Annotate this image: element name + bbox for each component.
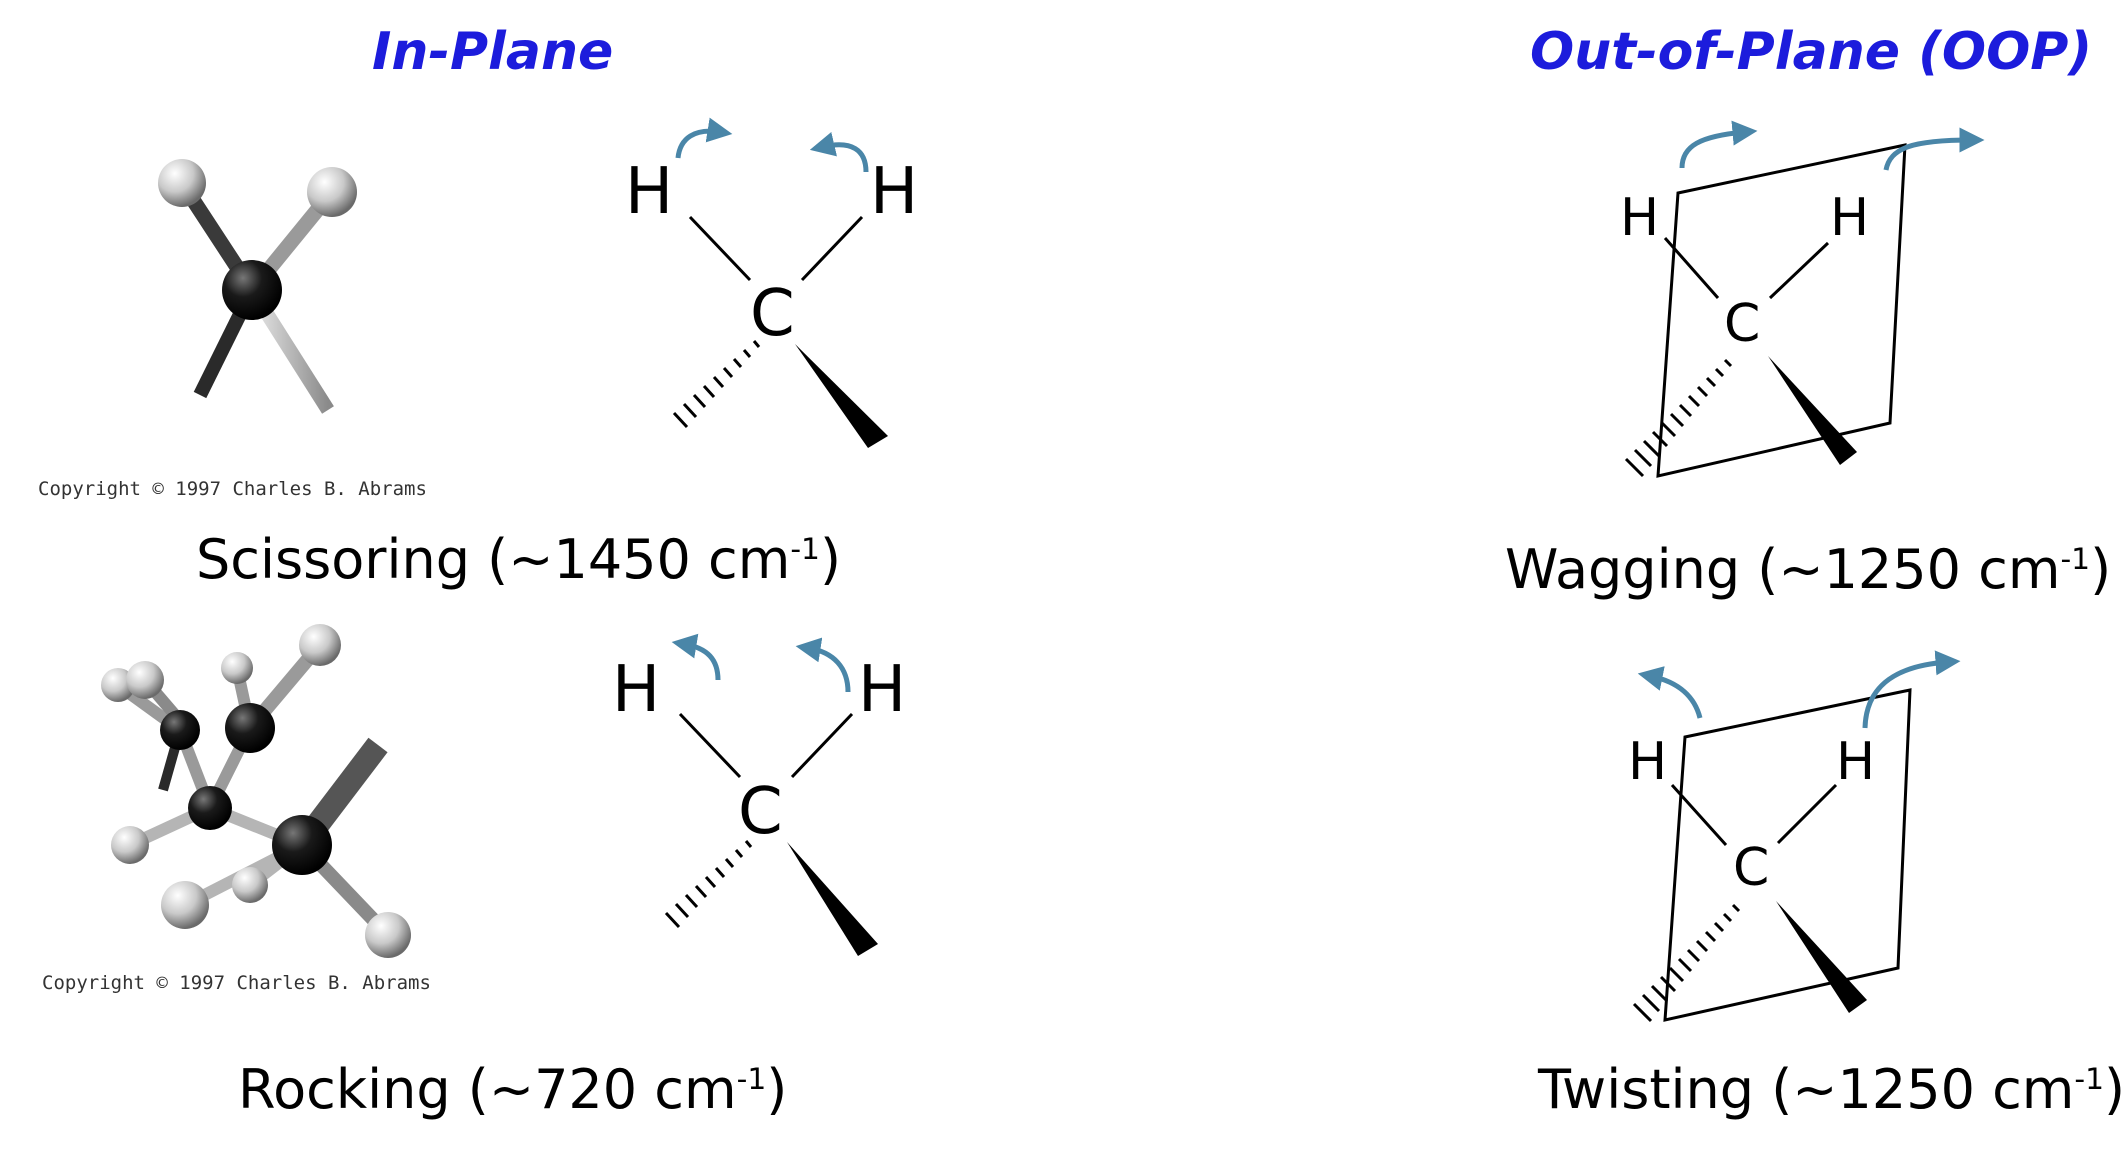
caption-twisting: Twisting (~1250 cm-1) xyxy=(1538,1058,2126,1121)
atom-h-left-scissoring: H xyxy=(625,155,674,229)
heading-out-of-plane: Out-of-Plane (OOP) xyxy=(1530,22,2093,82)
heading-in-plane: In-Plane xyxy=(372,22,614,82)
atom-h-right-twisting: H xyxy=(1836,732,1876,792)
atom-c-scissoring: C xyxy=(750,277,795,351)
plane-wagging xyxy=(1656,143,1907,478)
skeletal-structure-twisting xyxy=(1632,650,1961,1023)
atom-h-right-scissoring: H xyxy=(870,155,919,229)
atom-c-rocking: C xyxy=(738,775,783,849)
atom-c-twisting: C xyxy=(1733,838,1770,898)
atom-h-left-wagging: H xyxy=(1620,188,1660,248)
ball-stick-model-scissoring xyxy=(158,159,357,414)
skeletal-structure-rocking xyxy=(664,633,878,956)
atom-c-wagging: C xyxy=(1724,294,1761,354)
atom-h-left-rocking: H xyxy=(612,653,661,727)
ball-stick-model-rocking xyxy=(101,624,411,958)
copyright-rocking: Copyright © 1997 Charles B. Abrams xyxy=(42,972,431,994)
caption-rocking: Rocking (~720 cm-1) xyxy=(238,1058,788,1121)
atom-h-right-wagging: H xyxy=(1830,188,1870,248)
atom-h-right-rocking: H xyxy=(858,653,907,727)
atom-h-left-twisting: H xyxy=(1628,732,1668,792)
copyright-scissoring: Copyright © 1997 Charles B. Abrams xyxy=(38,478,427,500)
caption-scissoring: Scissoring (~1450 cm-1) xyxy=(196,528,842,591)
plane-twisting xyxy=(1663,688,1912,1022)
caption-wagging: Wagging (~1250 cm-1) xyxy=(1505,538,2112,601)
skeletal-structure-scissoring xyxy=(672,117,888,448)
skeletal-structure-wagging xyxy=(1624,120,1985,478)
